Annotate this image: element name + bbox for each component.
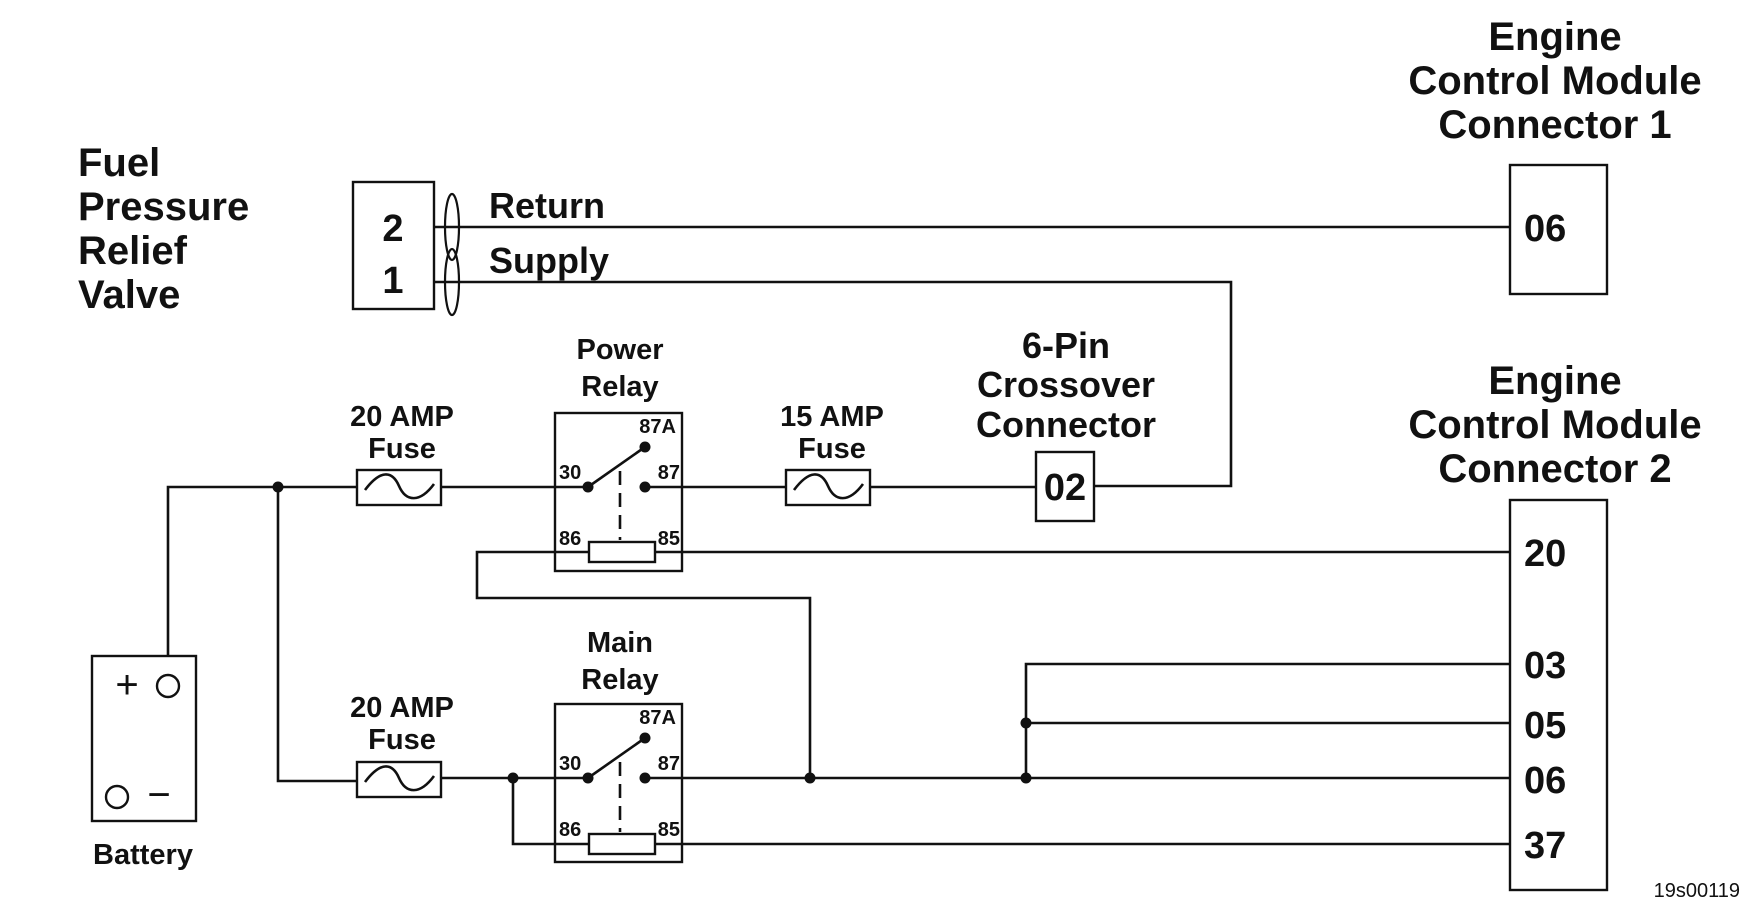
ecm2-label-line-1: Engine bbox=[1488, 359, 1621, 403]
frv-label-line-4: Valve bbox=[78, 273, 180, 317]
ecm2-pin-20: 20 bbox=[1524, 533, 1566, 575]
fuse-15-label-line-1: 15 AMP bbox=[780, 401, 884, 433]
power-relay-86-loop-wire bbox=[475, 550, 812, 778]
frv-label-line-3: Relief bbox=[78, 229, 188, 273]
main-relay-label-line-2: Relay bbox=[581, 664, 658, 696]
power-relay-terminal-leads bbox=[555, 485, 682, 554]
fuel-pressure-relief-valve: Fuel Pressure Relief Valve 2 1 Return Su… bbox=[78, 141, 609, 317]
battery-branch-wire bbox=[276, 487, 357, 783]
main-relay-terminal-leads bbox=[555, 776, 682, 846]
ecm2-pin-03: 03 bbox=[1524, 645, 1566, 687]
fuse-body bbox=[355, 760, 443, 799]
relay-contact-dot bbox=[639, 481, 651, 493]
junction-dot bbox=[1020, 717, 1032, 729]
power-relay-term-87a: 87A bbox=[639, 416, 676, 438]
fuse-top-label-line-1: 20 AMP bbox=[350, 401, 454, 433]
ecm-connector-1: Engine Control Module Connector 1 06 bbox=[1408, 15, 1702, 296]
connector-seal-icon bbox=[443, 192, 461, 262]
power-relay-term-85: 85 bbox=[658, 528, 680, 550]
main-relay-term-86: 86 bbox=[559, 819, 581, 841]
main-relay: Main Relay 87A 30 87 86 85 bbox=[553, 627, 684, 864]
ecm1-label-line-1: Engine bbox=[1488, 15, 1621, 59]
frv-connector-box bbox=[351, 180, 436, 311]
battery-positive-terminal-icon bbox=[155, 673, 181, 699]
battery-label: Battery bbox=[93, 839, 193, 871]
fuse-top-label-line-2: Fuse bbox=[368, 433, 436, 465]
frv-pin-2: 2 bbox=[382, 208, 403, 250]
ecm1-label-line-2: Control Module bbox=[1408, 59, 1701, 103]
junction-dot bbox=[272, 481, 284, 493]
relay-switch-arm bbox=[587, 736, 646, 780]
battery-negative-terminal-icon bbox=[104, 784, 130, 810]
ecm2-pin-06: 06 bbox=[1524, 760, 1566, 802]
junction-dot bbox=[804, 772, 816, 784]
power-relay-term-30: 30 bbox=[559, 462, 581, 484]
return-label: Return bbox=[489, 185, 605, 226]
fuse-15-label-line-2: Fuse bbox=[798, 433, 866, 465]
fuse-element-icon bbox=[363, 473, 436, 500]
connector-seal-icon bbox=[443, 247, 461, 317]
crossover-label-line-1: 6-Pin bbox=[1022, 325, 1110, 366]
power-relay-term-87: 87 bbox=[658, 462, 680, 484]
battery: + − Battery bbox=[90, 654, 198, 871]
ecm2-connector-box bbox=[1508, 498, 1609, 892]
ecm2-label-line-3: Connector 2 bbox=[1438, 447, 1671, 491]
ecm2-label-line-2: Control Module bbox=[1408, 403, 1701, 447]
battery-plus-sign: + bbox=[115, 663, 138, 707]
ecm1-connector-box bbox=[1508, 163, 1609, 296]
relay-coil-icon bbox=[587, 832, 657, 856]
relay-coil-icon bbox=[587, 540, 657, 564]
fuse-element-icon bbox=[792, 473, 865, 500]
main-relay-term-87a: 87A bbox=[639, 707, 676, 729]
frv-label-line-1: Fuel bbox=[78, 141, 160, 185]
battery-minus-sign: − bbox=[147, 773, 170, 817]
power-relay: Power Relay 87A 30 87 86 85 bbox=[553, 334, 684, 573]
ecm-03-05-bus-wire bbox=[1024, 662, 1510, 778]
main-relay-label-line-1: Main bbox=[587, 627, 653, 659]
ecm-connector-2: Engine Control Module Connector 2 20 03 … bbox=[1408, 359, 1702, 892]
supply-label: Supply bbox=[489, 240, 609, 281]
power-relay-label-line-1: Power bbox=[576, 334, 663, 366]
main-relay-term-30: 30 bbox=[559, 753, 581, 775]
frv-pin-1: 1 bbox=[382, 260, 403, 302]
ecm1-pin-06: 06 bbox=[1524, 208, 1566, 250]
battery-positive-wire bbox=[166, 485, 357, 670]
fuse-15amp: 15 AMP Fuse bbox=[780, 401, 884, 507]
fuse-top-20amp: 20 AMP Fuse bbox=[350, 401, 454, 507]
relay-contact-dot bbox=[639, 772, 651, 784]
relay-switch-arm bbox=[587, 445, 646, 489]
crossover-connector: 6-Pin Crossover Connector 02 bbox=[976, 325, 1156, 523]
fuse-bottom-20amp: 20 AMP Fuse bbox=[350, 692, 454, 799]
crossover-label-line-2: Crossover bbox=[977, 364, 1155, 405]
fuse-body bbox=[355, 468, 443, 507]
power-relay-term-86: 86 bbox=[559, 528, 581, 550]
crossover-label-line-3: Connector bbox=[976, 404, 1156, 445]
junction-dot bbox=[507, 772, 519, 784]
frv-label-line-2: Pressure bbox=[78, 185, 249, 229]
supply-wire bbox=[447, 280, 1233, 488]
power-relay-label-line-2: Relay bbox=[581, 371, 658, 403]
main-relay-term-85: 85 bbox=[658, 819, 680, 841]
ecm2-pin-05: 05 bbox=[1524, 705, 1566, 747]
main-relay-term-87: 87 bbox=[658, 753, 680, 775]
crossover-connector-box bbox=[1034, 450, 1096, 523]
fuse-bottom-label-line-1: 20 AMP bbox=[350, 692, 454, 724]
crossover-pin-02: 02 bbox=[1044, 467, 1086, 509]
junction-dot bbox=[1020, 772, 1032, 784]
figure-reference-number: 19s00119 bbox=[1654, 880, 1740, 902]
ecm1-label-line-3: Connector 1 bbox=[1438, 103, 1671, 147]
fuse-bottom-label-line-2: Fuse bbox=[368, 724, 436, 756]
ecm2-pin-37: 37 bbox=[1524, 825, 1566, 867]
junctions bbox=[272, 481, 1032, 784]
fuse-element-icon bbox=[363, 765, 436, 792]
